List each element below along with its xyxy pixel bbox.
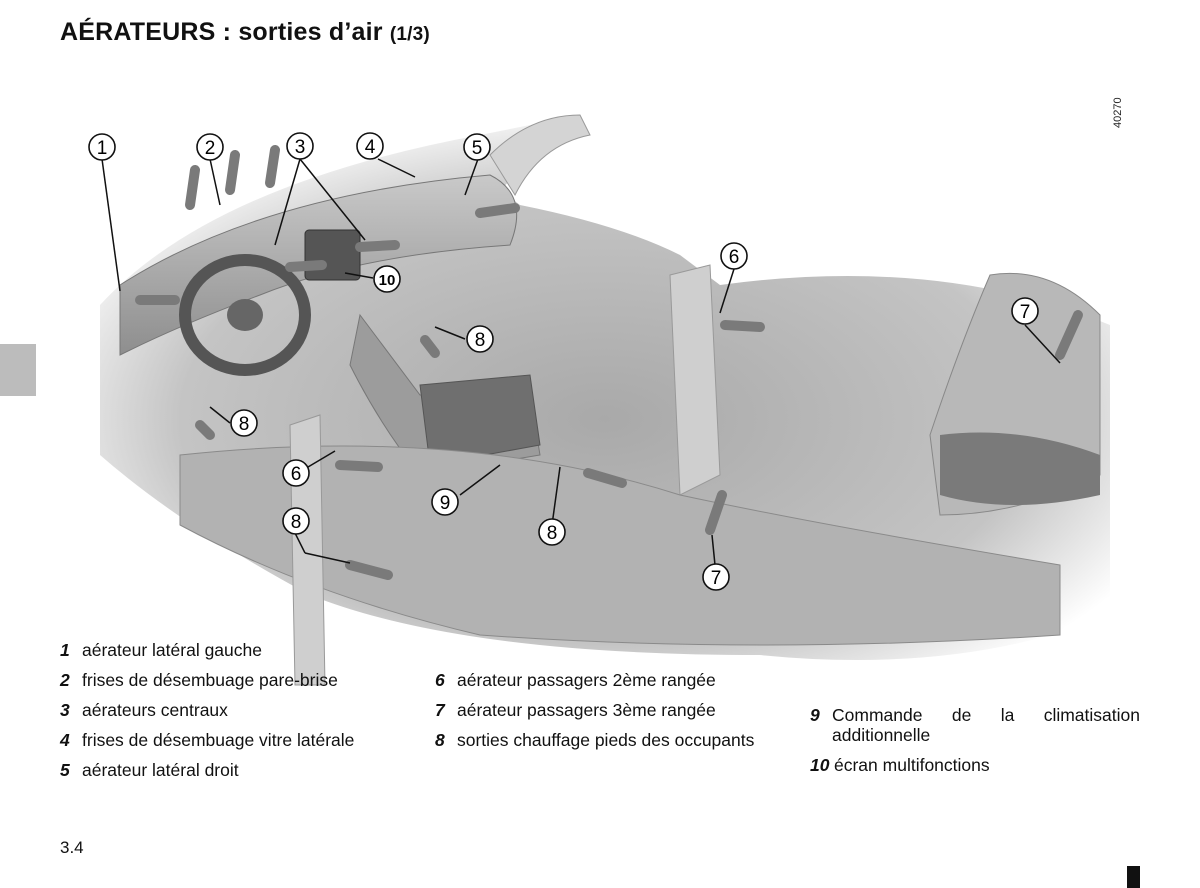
callout-8-front: 8 (230, 409, 258, 437)
arrow-feet-front (195, 420, 215, 440)
arrow-defrost-2 (225, 150, 240, 195)
svg-text:8: 8 (547, 523, 558, 544)
svg-text:10: 10 (379, 272, 396, 289)
arrow-row3-floor (705, 490, 727, 535)
page-number: 3.4 (60, 838, 84, 857)
arrow-center-2 (355, 240, 400, 252)
a-pillar (489, 114, 591, 197)
steering-wheel (179, 254, 311, 376)
chapter-tab (0, 344, 36, 396)
armrest (419, 374, 541, 466)
svg-text:8: 8 (291, 512, 302, 533)
svg-text:9: 9 (440, 493, 451, 514)
center-screen (304, 229, 361, 281)
callouts: 1 2 3 4 5 6 7 8 9 10 6 7 8 8 8 (88, 132, 1039, 591)
floor (179, 445, 1061, 646)
callout-7-floor: 7 (702, 563, 730, 591)
arrow-row2-left (335, 460, 383, 472)
car-interior-svg: 1 2 3 4 5 6 7 8 9 10 6 7 8 8 8 (88, 114, 1110, 686)
arrow-defrost-3 (265, 145, 280, 188)
callout-1: 1 (88, 133, 116, 161)
svg-text:5: 5 (472, 138, 483, 159)
callout-3: 3 (286, 132, 314, 160)
arrow-vent-right (475, 203, 520, 218)
callout-6-left: 6 (282, 459, 310, 487)
svg-text:6: 6 (729, 247, 740, 268)
page-corner-marker (1127, 866, 1140, 888)
svg-text:8: 8 (239, 414, 250, 435)
rear-shelf (940, 432, 1100, 505)
title-text: AÉRATEURS : sorties d’air (60, 18, 383, 46)
arrow-feet-console (420, 335, 440, 358)
arrow-center-1 (285, 260, 327, 272)
callout-9: 9 (431, 488, 459, 516)
svg-text:2: 2 (205, 138, 216, 159)
callout-8-console: 8 (466, 325, 494, 353)
title-part: (1/3) (389, 24, 430, 45)
callout-10: 10 (373, 265, 401, 293)
arrow-row2-pillar (720, 320, 765, 332)
svg-text:8: 8 (475, 330, 486, 351)
svg-text:4: 4 (365, 137, 376, 158)
steering-hub (227, 299, 263, 331)
callout-5: 5 (463, 133, 491, 161)
b-pillar (669, 264, 721, 496)
arrow-defrost-1 (185, 165, 200, 210)
callout-7-rear: 7 (1011, 297, 1039, 325)
svg-text:6: 6 (291, 464, 302, 485)
page-title: AÉRATEURS : sorties d’air (1/3) (60, 18, 430, 47)
callout-8-left: 8 (282, 507, 310, 535)
arrow-feet-left (345, 560, 393, 580)
callout-2: 2 (196, 133, 224, 161)
arrow-feet-rear (583, 468, 627, 488)
leader-lines (101, 158, 1061, 566)
callout-8-rear: 8 (538, 518, 566, 546)
svg-text:7: 7 (711, 568, 722, 589)
callout-6-pillar: 6 (720, 242, 748, 270)
callout-4: 4 (356, 132, 384, 160)
svg-text:3: 3 (295, 137, 306, 158)
svg-text:1: 1 (97, 138, 108, 159)
arrow-row3 (1055, 310, 1083, 360)
svg-text:7: 7 (1020, 302, 1031, 323)
car-interior-illustration: 1 2 3 4 5 6 7 8 9 10 6 7 8 8 8 (60, 95, 1140, 695)
airflow-arrows (135, 145, 1083, 580)
